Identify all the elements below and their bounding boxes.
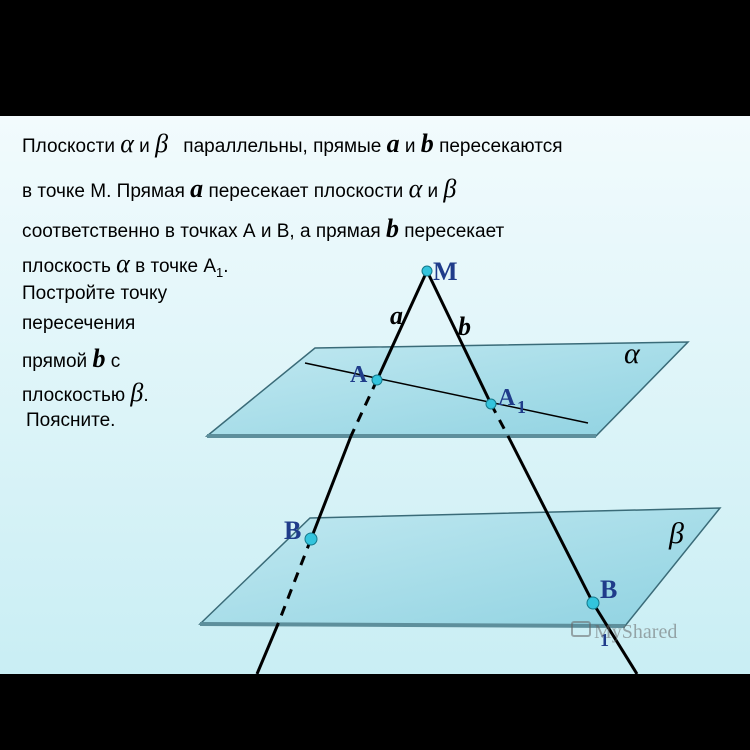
- plane-beta-edge: [199, 622, 626, 628]
- problem-line-3: соответственно в точках А и В, а прямая …: [22, 214, 504, 244]
- point-M: [421, 265, 433, 277]
- text-explain: Поясните.: [26, 410, 116, 431]
- label-A1: A: [498, 385, 516, 411]
- label-B: B: [284, 516, 301, 545]
- text-period-2: .: [143, 385, 149, 406]
- symbol-a-2: a: [190, 174, 204, 203]
- text-with: с: [110, 351, 121, 372]
- symbol-a: a: [386, 129, 400, 158]
- symbol-alpha: α: [120, 129, 134, 158]
- problem-line-2: в точке М. Прямая a пересекает плоскости…: [22, 174, 456, 204]
- diagram: M A A 1 B B 1 a b α β MyShared: [0, 116, 750, 675]
- watermark: MyShared: [571, 621, 677, 643]
- label-B1: B: [600, 575, 617, 604]
- symbol-b-3: b: [92, 344, 106, 373]
- symbol-b: b: [420, 129, 434, 158]
- task-line-2: пересечения: [22, 313, 135, 335]
- text-at-point-M: в точке М. Прямая: [22, 181, 185, 202]
- task-line-3: прямой b с: [22, 344, 120, 374]
- text-period: .: [223, 256, 229, 277]
- line-a-middle: [309, 435, 353, 540]
- text-crosses-planes: пересекает плоскости: [208, 181, 404, 202]
- label-plane-alpha: α: [624, 337, 641, 370]
- text-line: прямой: [22, 351, 88, 372]
- point-A: [371, 374, 383, 386]
- text-ploskosti: Плоскости: [22, 136, 115, 157]
- task-line-4: плоскостью β.: [22, 378, 149, 408]
- symbol-beta: β: [155, 129, 169, 158]
- text-and-2: и: [404, 136, 416, 157]
- point-A1: [485, 398, 497, 410]
- line-AA1: [304, 362, 589, 424]
- label-M: M: [433, 257, 458, 286]
- label-A1-subscript: 1: [517, 397, 526, 417]
- text-at-point-A1: в точке А: [135, 256, 217, 277]
- text-and: и: [139, 136, 150, 157]
- line-b-upper: [425, 270, 493, 405]
- symbol-b-2: b: [385, 214, 399, 243]
- line-b-middle: [506, 435, 595, 604]
- text-crosses: пересекает: [404, 221, 505, 242]
- watermark-logo-icon: [571, 621, 591, 637]
- problem-line-1: Плоскости α и β параллельны, прямые a и …: [22, 129, 563, 159]
- line-b-hidden: [489, 403, 510, 437]
- text-and-3: и: [427, 181, 439, 202]
- line-a-hidden-2: [276, 538, 313, 625]
- text-parallel: параллельны, прямые: [183, 136, 382, 157]
- line-a-upper: [375, 270, 429, 381]
- label-line-a: a: [390, 301, 403, 330]
- text-intersection: пересечения: [22, 313, 136, 334]
- text-respectively: соответственно в точках А и В, а прямая: [22, 221, 381, 242]
- task-line-1: Постройте точку: [22, 283, 167, 305]
- symbol-alpha-2: α: [408, 174, 423, 203]
- problem-line-4: плоскость α в точке А1.: [22, 249, 229, 280]
- point-B: [304, 532, 318, 546]
- slide: M A A 1 B B 1 a b α β MyShared Плоскости…: [0, 116, 750, 675]
- symbol-beta-3: β: [130, 378, 144, 407]
- text-intersect: пересекаются: [439, 136, 563, 157]
- label-B1-subscript: 1: [600, 630, 609, 650]
- line-a-lower: [255, 623, 280, 675]
- task-line-5: Поясните.: [26, 410, 115, 432]
- label-plane-beta: β: [668, 517, 684, 550]
- label-A: A: [350, 362, 368, 388]
- point-B1: [586, 596, 600, 610]
- text-A1-subscript: 1: [216, 264, 224, 280]
- line-b-lower: [591, 602, 639, 675]
- label-line-b: b: [458, 312, 471, 341]
- symbol-alpha-3: α: [116, 249, 130, 278]
- text-plane: плоскость: [22, 256, 111, 277]
- text-with-plane: плоскостью: [22, 385, 126, 406]
- watermark-text: MyShared: [594, 621, 677, 643]
- symbol-beta-2: β: [443, 174, 457, 203]
- text-construct-point: Постройте точку: [22, 283, 168, 304]
